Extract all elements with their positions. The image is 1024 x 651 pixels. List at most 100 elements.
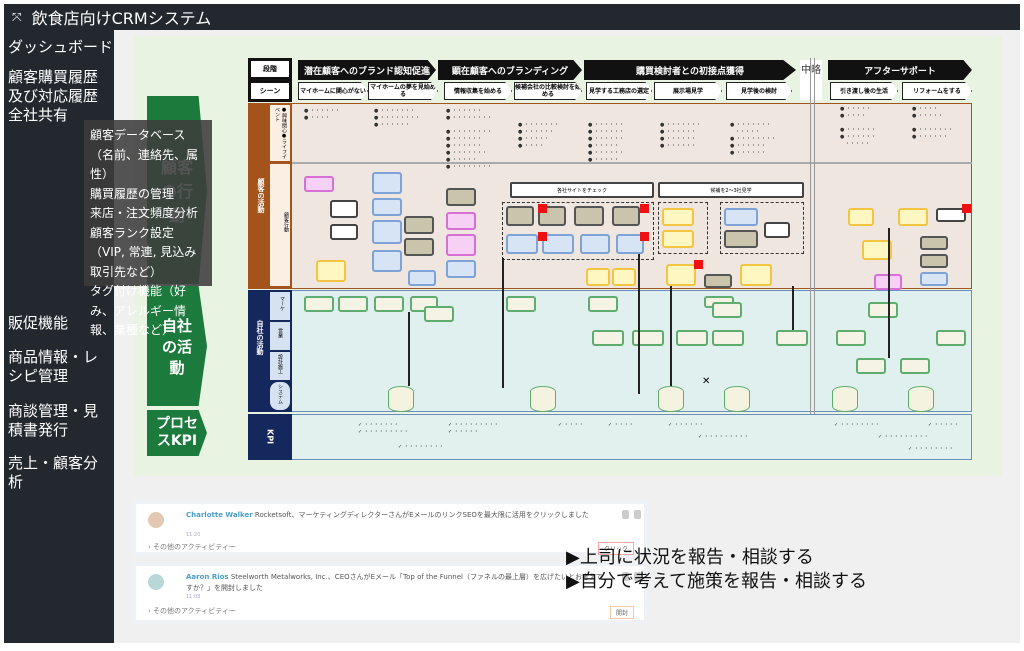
- diagram-box: [612, 268, 636, 286]
- activity-item: Charlotte Walker Rocketsoft、マーケティングディレクタ…: [132, 500, 648, 556]
- flag-icon: [640, 204, 649, 213]
- behavior-label: 顧客行動: [270, 164, 290, 286]
- company-lane-label: 自社の活動: [256, 320, 264, 355]
- diagram-box: [740, 264, 772, 286]
- diagram-box: [374, 296, 404, 312]
- diagram-box: [898, 208, 928, 226]
- sub-lane-marketing: マーケ: [270, 292, 290, 320]
- omission-line: [814, 58, 815, 460]
- sidebar-item-promotion[interactable]: 販促機能: [8, 314, 69, 332]
- sub-lane-sales: 営業: [270, 322, 290, 350]
- diagram-box: [372, 172, 402, 194]
- diagram-box: [724, 208, 758, 226]
- database-icon: [388, 386, 414, 412]
- group-frame: [502, 202, 654, 260]
- flag-icon: [538, 232, 547, 241]
- group-label-check-sites: 各社サイトをチェック: [510, 182, 654, 198]
- activity-description: Rocketsoft、マーケティングディレクターさんがEメールのリンクSEOを最…: [254, 511, 589, 519]
- interest-notes: ● ・・・・・・・ ・・・・・● ・・・・・・・・● ・・・・・・● ・・・・・…: [730, 122, 776, 156]
- scene: マイホームの夢を見始める: [368, 82, 438, 100]
- contact-name[interactable]: Aaron Rios: [186, 573, 229, 581]
- journey-diagram: 段階 シーン 潜在顧客へのブランド認知促進 顕在顧客へのブランディング 購買検討…: [248, 58, 972, 460]
- more-activity-link[interactable]: › その他のアクティビティー: [148, 607, 236, 615]
- bell-icon[interactable]: [622, 572, 629, 581]
- interest-notes: ● ・・・・● ・・・・・● ・・・・・・・● ・・・・・・: [912, 106, 953, 140]
- diagram-box: [542, 234, 574, 254]
- contact-name[interactable]: Charlotte Walker: [186, 511, 253, 519]
- database-icon: [832, 386, 858, 412]
- diagram-box: [506, 206, 534, 226]
- scene: 情報収集を始める: [444, 82, 512, 100]
- kpi-lane-label: KPI: [248, 414, 292, 460]
- phase-3: 購買検討者との初接点獲得: [584, 60, 796, 80]
- diagram-box: [856, 358, 886, 374]
- kpi-notes: ✓ ・・・・: [608, 422, 634, 428]
- trash-icon[interactable]: [634, 572, 641, 581]
- diagram-box: [920, 272, 948, 286]
- customer-lane-label: 顧客の活動: [257, 178, 265, 213]
- scene: 引き渡し後の生活: [830, 82, 898, 100]
- sidebar-item-dashboard[interactable]: ダッシュボード: [8, 38, 114, 56]
- activity-tag: クリック: [597, 542, 634, 555]
- kpi-notes: ✓ ・・・・・・・・: [398, 444, 444, 450]
- sidebar-item-customer-history[interactable]: 顧客購買履歴及び対応履歴全社共有: [8, 68, 99, 124]
- group-frame: [658, 202, 708, 254]
- diagram-box: [330, 200, 358, 218]
- tooltip-line: 購買履歴の管理: [90, 186, 175, 201]
- scene: 候補会社の比較検討を始める: [514, 82, 582, 100]
- tooltip-line: 顧客ランク設定（VIP, 常連, 見込み取引先など）: [90, 225, 197, 279]
- activity-time: 11:20: [186, 532, 201, 538]
- connector: [638, 254, 640, 394]
- header-stage: 段階: [248, 58, 292, 80]
- more-activity-link[interactable]: › その他のアクティビティー: [148, 543, 236, 551]
- group-label-visit-companies: 候補を2～3社見学: [658, 182, 804, 198]
- avatar[interactable]: [148, 512, 164, 528]
- sidebar-item-negotiation-quote[interactable]: 商談管理・見積書発行: [8, 402, 99, 439]
- diagram-box: [848, 208, 874, 226]
- diagram-box: [404, 216, 434, 234]
- sub-lane-design: 設計施工: [270, 352, 290, 380]
- sidebar-item-product-recipe[interactable]: 商品情報・レシピ管理: [8, 348, 99, 385]
- diagram-box: [446, 260, 476, 278]
- diagram-box: [574, 206, 604, 226]
- kpi-notes: ✓ ・・・・・・・・: [908, 446, 954, 452]
- expand-icon[interactable]: ⤧: [12, 9, 22, 24]
- arrow-label: プロセスKPI: [156, 416, 198, 449]
- diagram-box: [836, 330, 866, 346]
- diagram-box: [408, 270, 436, 286]
- note-line: ▶上司に状況を報告・相談する: [566, 547, 814, 568]
- interest-notes: ● ・・・・・・● ・・・・: [304, 108, 340, 121]
- diagram-box: [304, 176, 334, 192]
- diagram-box: [868, 302, 898, 318]
- diagram-box: [588, 296, 618, 312]
- diagram-box: [446, 212, 476, 230]
- diagram-box: [592, 330, 624, 346]
- cross-icon: ✕: [702, 376, 711, 387]
- trash-icon[interactable]: [634, 510, 641, 519]
- connector: [792, 286, 794, 330]
- diagram-box: [764, 222, 790, 238]
- interest-label: ●興味関心●ライフイベント: [270, 105, 290, 161]
- more-activity-label: その他のアクティビティー: [153, 543, 236, 551]
- diagram-box: [424, 306, 454, 322]
- kpi-notes: ✓ ・・・・・・・✓ ・・・・・・・・・: [358, 422, 409, 435]
- diagram-box: [920, 236, 948, 250]
- diagram-box: [304, 296, 334, 312]
- main-content: 顧客の行動 自社の活動 プロセスKPI 段階 シーン 潜在顧客へのブランド認知促…: [114, 30, 1020, 643]
- diagram-box: [372, 220, 402, 244]
- activity-item: Aaron Rios Steelworth Metalworks, Inc.、C…: [132, 562, 648, 624]
- scene: マイホームに関心がない: [298, 82, 368, 100]
- diagram-box: [404, 238, 434, 256]
- activity-text: Aaron Rios Steelworth Metalworks, Inc.、C…: [186, 572, 606, 594]
- tooltip-line: タグ付け機能（好み、アレルギー情報、業種など）: [90, 284, 187, 337]
- kpi-notes: ✓ ・・・・・・・・・: [698, 434, 749, 440]
- notes: ▶上司に状況を報告・相談する ▶自分で考えて施策を報告・相談する: [566, 546, 867, 594]
- interest-notes: ● ・・・・・・● ・・・・・・・・● ・・・・・・・・● ・・・・・・● ・・…: [446, 108, 492, 170]
- phase-1: 潜在顧客へのブランド認知促進: [298, 60, 436, 80]
- bell-icon[interactable]: [622, 510, 629, 519]
- sidebar-item-sales-analysis[interactable]: 売上・顧客分析: [8, 454, 99, 491]
- diagram-box: [662, 230, 694, 248]
- kpi-notes: ✓ ・・・・・・・・: [834, 422, 880, 428]
- arrow-process-kpi: プロセスKPI: [147, 410, 207, 456]
- avatar[interactable]: [148, 574, 164, 590]
